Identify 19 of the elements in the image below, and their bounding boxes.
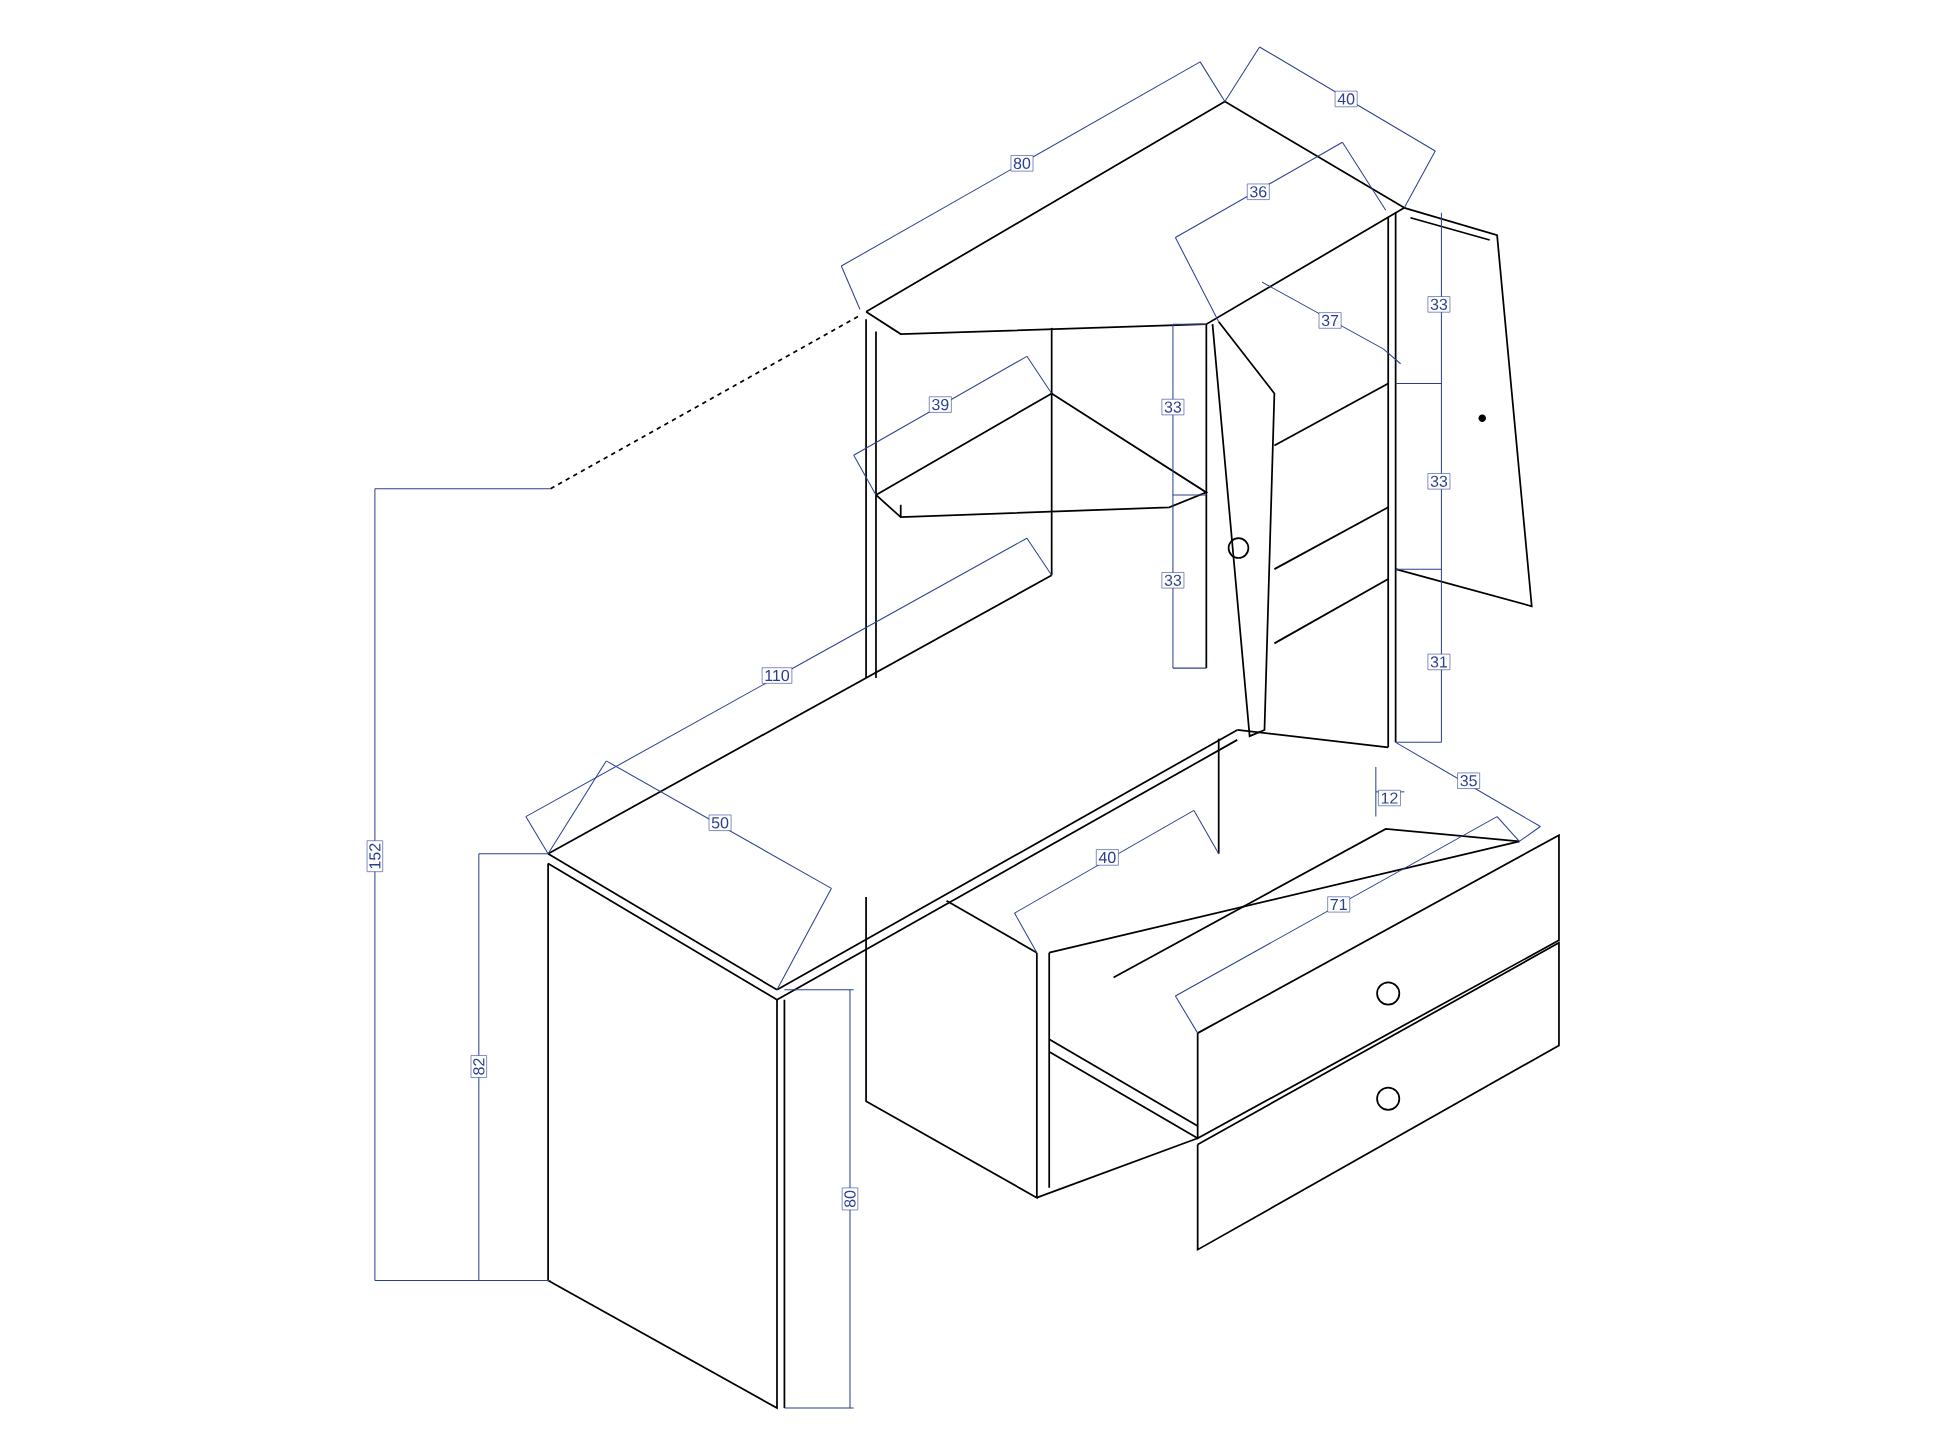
dimension-label: 110	[761, 667, 793, 684]
dimension-label: 33	[1161, 572, 1185, 589]
dimension-label: 152	[366, 840, 383, 872]
dimension-label: 82	[470, 1055, 487, 1078]
dimension-label: 50	[708, 814, 732, 831]
dimension-label: 31	[1427, 653, 1451, 671]
dimension-label: 35	[1457, 772, 1480, 789]
dimension-label: 33	[1427, 473, 1451, 490]
dimension-label: 36	[1246, 183, 1270, 200]
dimension-label: 12	[1378, 790, 1401, 807]
dimension-label: 40	[1334, 90, 1358, 108]
dimension-label: 80	[841, 1187, 859, 1211]
dimension-label: 33	[1427, 296, 1451, 313]
dimension-label: 33	[1161, 398, 1185, 416]
dimension-label: 40	[1096, 849, 1119, 866]
dimension-label: 80	[1010, 155, 1034, 172]
dimension-label: 39	[929, 396, 952, 413]
dimension-label: 71	[1327, 896, 1351, 913]
dimension-label: 37	[1318, 312, 1342, 329]
